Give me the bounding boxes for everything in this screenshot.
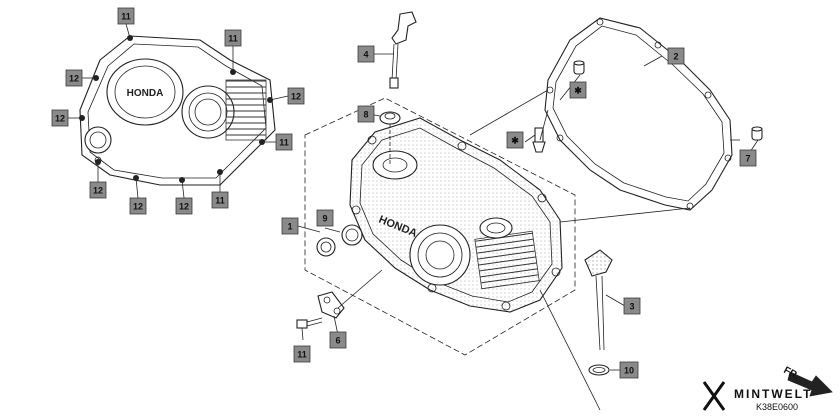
seal-washer-part: [379, 111, 401, 165]
gasket-part: [544, 17, 733, 211]
svg-text:4: 4: [363, 50, 368, 60]
callout-star-b: ✱: [506, 131, 524, 149]
callout-6: 6: [329, 331, 347, 349]
svg-text:2: 2: [673, 52, 678, 62]
oil-seal-part: [316, 224, 363, 257]
figure-code: K38E0600: [756, 402, 798, 412]
small-brand-mark: HONDA: [127, 88, 164, 99]
svg-text:12: 12: [291, 92, 301, 102]
svg-text:9: 9: [322, 214, 327, 224]
svg-text:12: 12: [93, 186, 103, 196]
callout-12-e: 12: [129, 197, 147, 215]
dowel-pins: [573, 60, 763, 141]
svg-text:10: 10: [624, 366, 634, 376]
callout-9: 9: [316, 209, 334, 227]
small-cover-view: HONDA: [79, 35, 276, 186]
callout-star-a: ✱: [569, 81, 587, 99]
callout-11-e: 11: [293, 345, 311, 363]
watermark: MINTWELT K38E0600: [702, 381, 812, 412]
bracket-part: [317, 269, 383, 319]
svg-text:12: 12: [55, 114, 65, 124]
callout-12-c: 12: [51, 109, 69, 127]
svg-text:3: 3: [629, 302, 634, 312]
sensor-part: [389, 11, 417, 89]
svg-text:11: 11: [297, 350, 307, 360]
svg-text:✱: ✱: [574, 86, 582, 96]
o-ring-part: [588, 364, 610, 376]
svg-text:12: 12: [133, 202, 143, 212]
callout-1: 1: [281, 217, 299, 235]
svg-text:11: 11: [121, 12, 131, 22]
callout-8: 8: [357, 105, 375, 123]
callout-12-a: 12: [65, 69, 83, 87]
watermark-logo-icon: [702, 381, 726, 411]
svg-text:1: 1: [287, 222, 292, 232]
callout-12-b: 12: [287, 87, 305, 105]
svg-text:12: 12: [179, 202, 189, 212]
callout-11-d: 11: [211, 191, 229, 209]
callout-2: 2: [667, 47, 685, 65]
svg-text:12: 12: [69, 74, 79, 84]
svg-text:7: 7: [745, 154, 750, 164]
assembly-outline: [304, 97, 576, 356]
svg-text:6: 6: [335, 336, 340, 346]
callout-11-a: 11: [117, 7, 135, 25]
svg-text:11: 11: [279, 138, 289, 148]
small-view-leaders: [68, 23, 289, 199]
svg-text:11: 11: [215, 196, 225, 206]
main-cover-part: HONDA: [349, 117, 563, 313]
dipstick-part: [539, 249, 613, 411]
check-valve-part: [532, 127, 546, 153]
cooling-fins: [225, 79, 267, 141]
callout-11-b: 11: [224, 29, 242, 47]
watermark-text: MINTWELT: [734, 387, 812, 401]
svg-text:✱: ✱: [511, 136, 519, 146]
callout-7: 7: [739, 149, 757, 167]
bolt-part: [296, 317, 323, 329]
callout-4: 4: [357, 45, 375, 63]
callout-12-f: 12: [175, 197, 193, 215]
svg-text:11: 11: [228, 34, 238, 44]
callout-11-c: 11: [275, 133, 293, 151]
callout-12-d: 12: [89, 181, 107, 199]
callout-3: 3: [623, 297, 641, 315]
callout-10: 10: [619, 361, 639, 379]
cover-cooling-fins: [474, 230, 540, 290]
svg-text:8: 8: [363, 110, 368, 120]
